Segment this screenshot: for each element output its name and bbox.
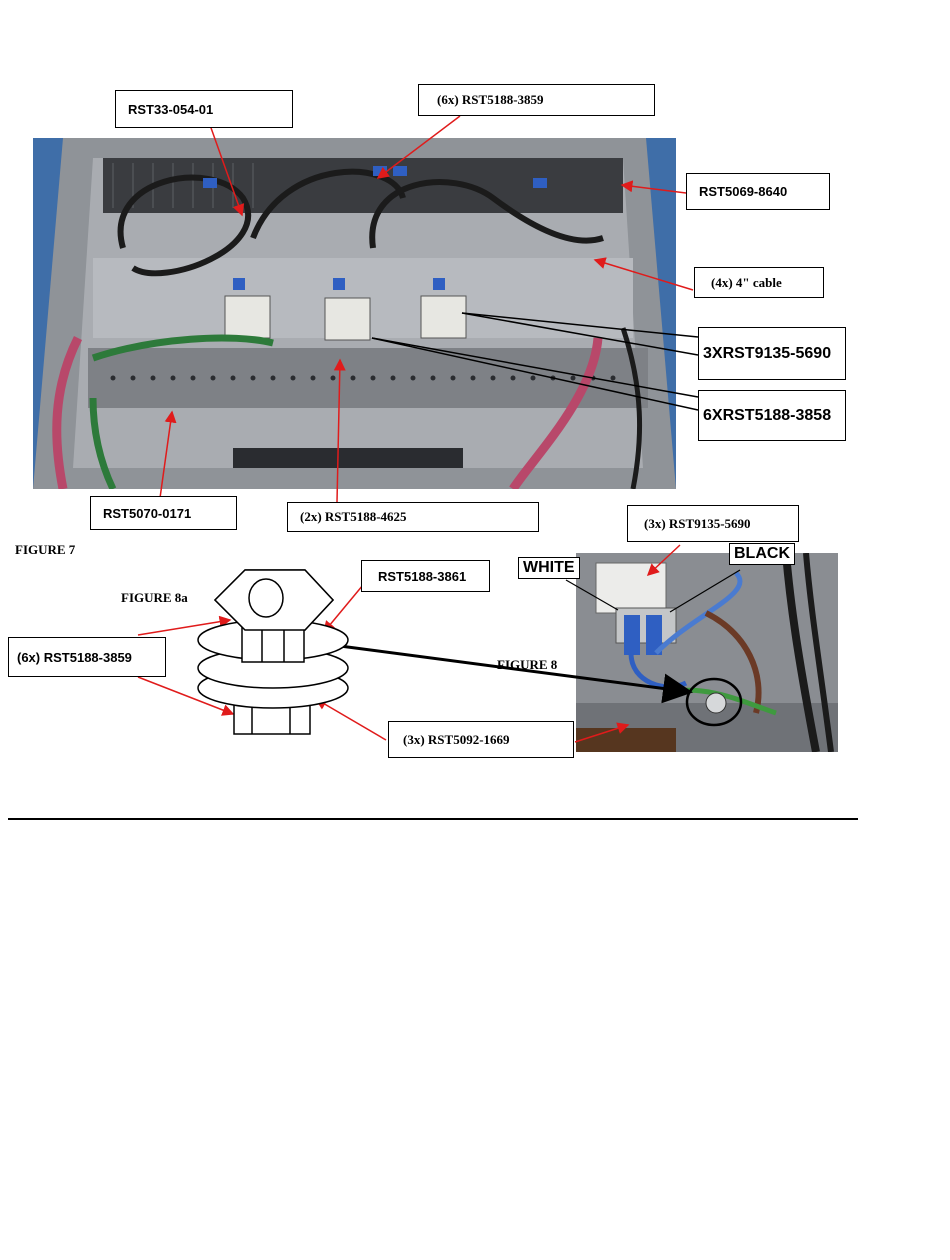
figure-8-caption: FIGURE 8 — [497, 657, 557, 673]
callout-rst5070-0171: RST5070-0171 — [90, 496, 237, 530]
callout-rst5188-3861: RST5188-3861 — [361, 560, 490, 592]
callout-rst5188-3859-top: (6x) RST5188-3859 — [418, 84, 655, 116]
figure-7-caption: FIGURE 7 — [15, 542, 75, 558]
horizontal-rule — [8, 818, 858, 820]
callout-4in-cable: (4x) 4" cable — [694, 267, 824, 298]
callout-3xrst9135-5690: 3XRST9135-5690 — [698, 327, 846, 380]
wire-label-black: BLACK — [729, 543, 795, 565]
figure-7-photo — [33, 138, 676, 489]
callout-rst9135-5690-fig8: (3x) RST9135-5690 — [627, 505, 799, 542]
callout-rst5069-8640: RST5069-8640 — [686, 173, 830, 210]
wire-label-white: WHITE — [518, 557, 580, 579]
callout-6xrst5188-3858: 6XRST5188-3858 — [698, 390, 846, 441]
callout-rst5188-4625: (2x) RST5188-4625 — [287, 502, 539, 532]
callout-rst5092-1669: (3x) RST5092-1669 — [388, 721, 574, 758]
callout-rst5188-3859-fig8a: (6x) RST5188-3859 — [8, 637, 166, 677]
figure-8-photo — [576, 553, 838, 752]
callout-rst33-054-01: RST33-054-01 — [115, 90, 293, 128]
figure-8a-caption: FIGURE 8a — [121, 590, 188, 606]
